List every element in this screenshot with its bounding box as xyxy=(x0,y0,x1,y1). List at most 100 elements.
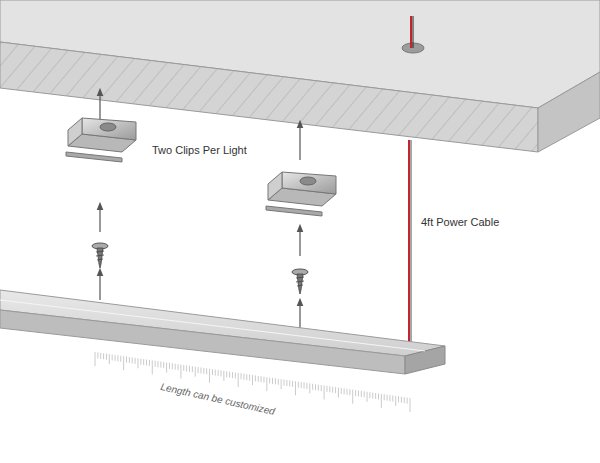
ruler-tick xyxy=(166,362,167,372)
ruler-tick xyxy=(304,383,305,389)
ruler-tick xyxy=(143,359,144,365)
ruler-tick xyxy=(329,386,330,392)
ruler-tick xyxy=(275,378,276,384)
ruler-tick xyxy=(180,365,181,379)
ruler-tick xyxy=(223,371,224,381)
ruler-tick xyxy=(229,372,230,378)
ruler-tick xyxy=(218,370,219,376)
ruler-tick xyxy=(235,372,236,378)
ruler-tick xyxy=(95,352,96,366)
ruler-tick xyxy=(109,354,110,364)
ruler-tick xyxy=(410,398,411,412)
ruler-tick xyxy=(266,377,267,391)
label: Two Clips Per Light xyxy=(152,144,247,157)
mounting-clip xyxy=(66,118,136,162)
ruler-tick xyxy=(258,376,259,382)
ruler-tick xyxy=(169,363,170,369)
ruler-tick xyxy=(135,358,136,364)
ruler-tick xyxy=(172,363,173,369)
ruler-tick xyxy=(146,360,147,366)
ruler-tick xyxy=(344,388,345,394)
ruler-tick xyxy=(284,380,285,386)
ruler-tick xyxy=(384,394,385,400)
ruler-tick xyxy=(321,385,322,391)
ruler-tick xyxy=(175,364,176,370)
ruler-tick xyxy=(381,394,382,408)
ruler-tick xyxy=(269,378,270,384)
ruler-tick xyxy=(332,387,333,393)
ruler-tick xyxy=(341,388,342,394)
ruler-tick xyxy=(195,367,196,377)
ruler-tick xyxy=(160,362,161,368)
ruler-tick xyxy=(209,369,210,383)
ruler-tick xyxy=(407,398,408,404)
ruler-tick xyxy=(249,375,250,381)
ruler-tick xyxy=(398,396,399,402)
ruler-tick xyxy=(367,392,368,402)
label: 4ft Power Cable xyxy=(421,216,499,229)
ruler-tick xyxy=(387,395,388,401)
led-light-bar xyxy=(0,290,445,374)
ruler-tick xyxy=(352,390,353,404)
ruler-tick xyxy=(238,373,239,387)
ruler-tick xyxy=(326,386,327,392)
ruler-tick xyxy=(272,378,273,384)
mounting-clip xyxy=(266,172,336,216)
ruler-tick xyxy=(186,365,187,371)
ruler-tick xyxy=(261,376,262,382)
ruler-tick xyxy=(361,391,362,397)
ruler-tick xyxy=(375,393,376,399)
ruler-tick xyxy=(129,357,130,363)
ruler-tick xyxy=(132,357,133,363)
ruler-tick xyxy=(401,397,402,403)
ruler-tick xyxy=(112,355,113,361)
ruler-tick xyxy=(298,382,299,388)
ruler-tick xyxy=(206,368,207,374)
ruler-tick xyxy=(137,358,138,368)
ruler-tick xyxy=(324,385,325,399)
ruler-tick xyxy=(140,359,141,365)
ruler-tick xyxy=(315,384,316,390)
ruler-tick xyxy=(281,379,282,389)
ruler-tick xyxy=(198,367,199,373)
ruler-tick xyxy=(263,377,264,383)
ruler-tick xyxy=(389,395,390,401)
ruler-tick xyxy=(126,357,127,363)
ruler-tick xyxy=(226,371,227,377)
ruler-tick xyxy=(347,389,348,395)
ruler-tick xyxy=(183,365,184,371)
ruler-tick xyxy=(246,374,247,380)
ruler-tick xyxy=(120,356,121,362)
ruler-tick xyxy=(318,385,319,391)
ruler-tick xyxy=(200,367,201,373)
ruler-tick xyxy=(355,390,356,396)
ruler-tick xyxy=(278,379,279,385)
label: Length can be customized xyxy=(159,381,276,418)
ruler-tick xyxy=(369,392,370,398)
ruler-tick xyxy=(149,360,150,366)
ruler-tick xyxy=(123,356,124,370)
ruler-tick xyxy=(364,391,365,397)
ruler-tick xyxy=(100,353,101,359)
ruler-tick xyxy=(358,390,359,396)
ruler-tick xyxy=(203,368,204,374)
ruler-tick xyxy=(286,380,287,386)
power-cable xyxy=(402,16,424,354)
ruler-tick xyxy=(309,383,310,393)
ruler-tick xyxy=(349,389,350,395)
ruler-tick xyxy=(189,366,190,372)
ruler-tick xyxy=(306,383,307,389)
ruler-tick xyxy=(243,374,244,380)
ruler-tick xyxy=(212,369,213,375)
ruler-tick xyxy=(301,382,302,388)
ruler-tick xyxy=(221,370,222,376)
ruler-tick xyxy=(338,388,339,398)
ruler-tick xyxy=(158,361,159,367)
ruler-tick xyxy=(372,393,373,399)
ruler-tick xyxy=(232,372,233,378)
ruler-tick xyxy=(215,370,216,376)
ruler-tick xyxy=(192,366,193,372)
ruler-tick xyxy=(392,395,393,401)
ruler-tick xyxy=(103,353,104,359)
